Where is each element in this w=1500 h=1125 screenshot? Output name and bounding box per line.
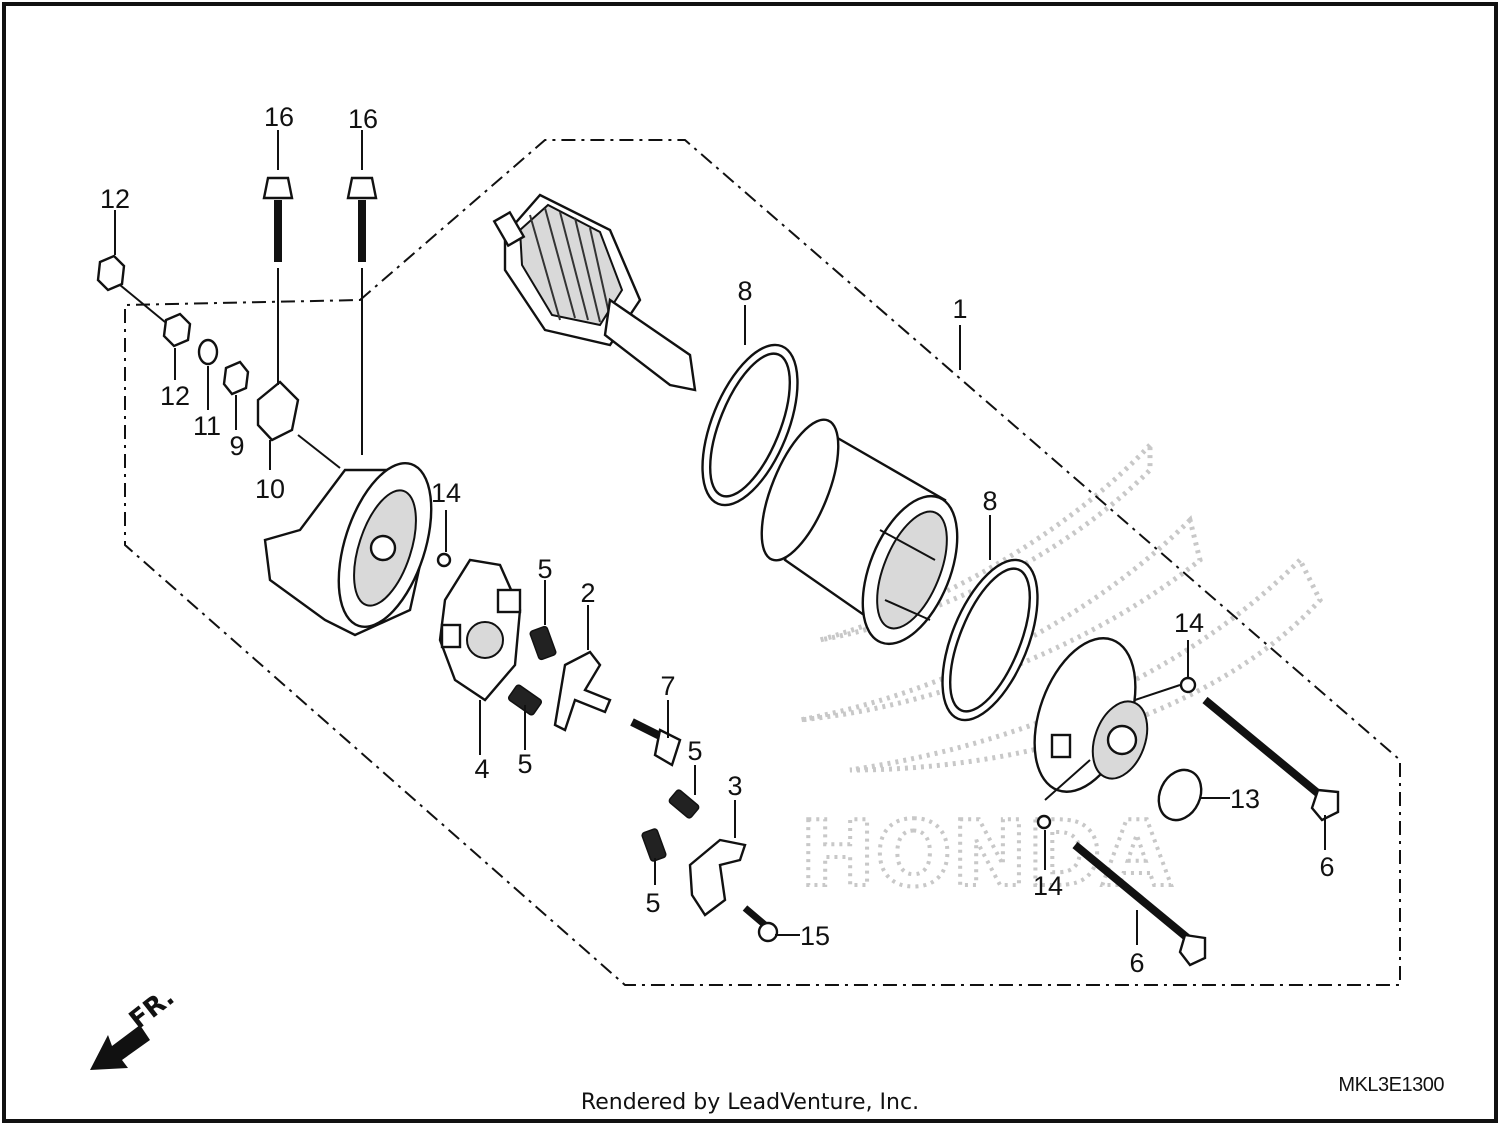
callout-8-b: 8 — [982, 486, 997, 516]
washer-14-a — [436, 552, 452, 568]
callout-3: 3 — [727, 771, 742, 801]
callout-16-b: 16 — [348, 104, 378, 134]
front-direction-label: FR. — [124, 982, 180, 1035]
callout-7: 7 — [660, 671, 675, 701]
callout-2: 2 — [580, 578, 595, 608]
callout-14-b: 14 — [1174, 608, 1204, 638]
watermark-logo: HONDA — [798, 438, 1323, 909]
brush-holder-part — [438, 558, 522, 702]
callout-5-a: 5 — [537, 554, 552, 584]
front-direction-arrow: FR. — [90, 982, 180, 1070]
callout-12-a: 12 — [100, 184, 130, 214]
callout-10: 10 — [255, 474, 285, 504]
callout-8-a: 8 — [737, 276, 752, 306]
footer-credit: Rendered by LeadVenture, Inc. — [580, 1090, 920, 1115]
washer-14-b — [1179, 676, 1197, 694]
callout-9: 9 — [229, 431, 244, 461]
leader-lines — [114, 130, 1326, 945]
yoke-housing-part — [760, 418, 959, 646]
diagram-code: MKL3E1300 — [1338, 1074, 1444, 1096]
callout-14-a: 14 — [431, 478, 461, 508]
mounting-bolts-part — [262, 176, 378, 262]
assembly-boundary — [124, 139, 1401, 986]
terminal-hardware-part — [96, 254, 300, 442]
callout-1: 1 — [952, 294, 967, 324]
rear-cover-part — [263, 462, 433, 637]
callout-13: 13 — [1230, 784, 1260, 814]
through-bolts-part — [1072, 696, 1340, 967]
callout-5-c: 5 — [687, 736, 702, 766]
callout-11: 11 — [193, 411, 221, 441]
watermark-text: HONDA — [800, 802, 1172, 907]
callout-16-a: 16 — [264, 102, 294, 132]
washer-14-c — [1036, 814, 1052, 830]
callout-14-c: 14 — [1033, 871, 1063, 901]
callout-4: 4 — [474, 754, 489, 784]
snap-ring-part — [1157, 768, 1203, 822]
terminal-bolt-part — [630, 718, 682, 767]
front-cover-part — [1033, 637, 1149, 793]
brush-terminal-2-part — [553, 650, 612, 732]
o-ring-lower-inner — [948, 567, 1032, 713]
o-ring-upper-inner — [708, 352, 792, 498]
callout-6-a: 6 — [1319, 852, 1334, 882]
callout-6-b: 6 — [1129, 948, 1144, 978]
callout-labels: 1 2 3 4 5 5 5 5 6 6 7 8 8 9 10 11 12 12 … — [100, 102, 1335, 978]
callout-5-d: 5 — [645, 888, 660, 918]
armature-part — [492, 193, 697, 392]
screw-part — [742, 905, 779, 943]
spring-parts — [507, 625, 700, 862]
callout-15: 15 — [800, 921, 830, 951]
callout-12-b: 12 — [160, 381, 190, 411]
callout-5-b: 5 — [517, 749, 532, 779]
brush-terminal-3-part — [688, 838, 747, 917]
